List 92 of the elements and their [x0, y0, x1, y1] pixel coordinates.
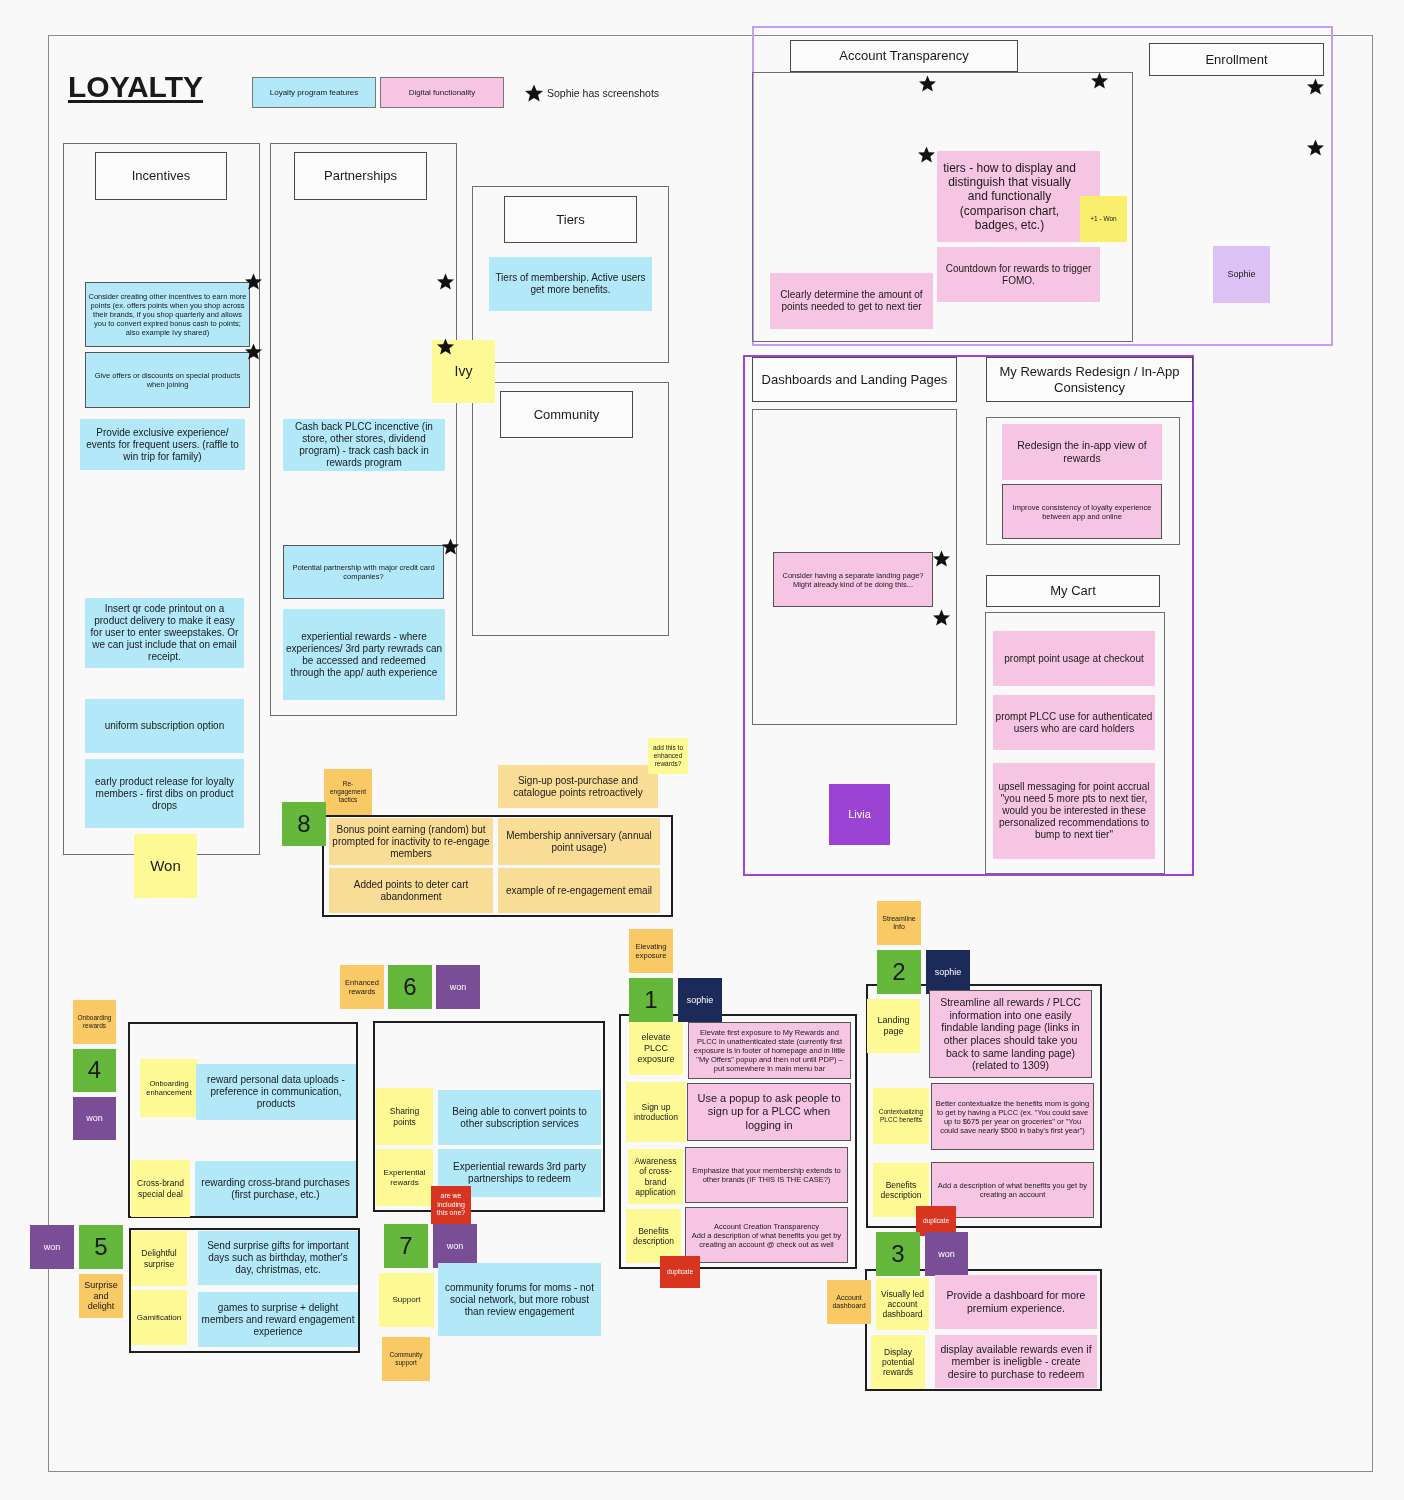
group-frame	[322, 815, 673, 917]
sticky-note: Visually led account dashboard	[876, 1278, 929, 1330]
sticky-note: 4	[73, 1049, 116, 1092]
sticky-note: won	[30, 1225, 74, 1269]
sticky-note: 3	[876, 1232, 920, 1276]
sticky-note: early product release for loyalty members - first dibs on product drops	[85, 759, 244, 828]
group-frame	[129, 1228, 360, 1353]
legend-label: Loyalty program features	[269, 88, 359, 97]
sticky-note: Use a popup to ask people to sign up for a PLCC when logging in	[687, 1083, 851, 1141]
sticky-note: reward personal data uploads - preference in communication, products	[196, 1064, 356, 1120]
section-heading: My Rewards Redesign / In-App Consistency	[986, 357, 1193, 402]
sticky-note: 7	[384, 1224, 428, 1268]
sticky-note: Countdown for rewards to trigger FOMO.	[937, 247, 1100, 302]
sticky-note: sophie	[926, 950, 970, 994]
sticky-note: Being able to convert points to other subscription services	[438, 1090, 601, 1145]
sticky-note: 1	[629, 978, 673, 1022]
sticky-note: Awareness of cross-brand application	[628, 1149, 683, 1204]
sticky-note: Clearly determine the amount of points needed to get to next tier	[770, 273, 933, 329]
group-frame	[270, 143, 457, 716]
group-frame	[472, 382, 669, 636]
legend-label: Digital functionality	[408, 88, 476, 97]
group-frame	[752, 409, 957, 725]
sticky-note: upsell messaging for point accrual "you need 5 more pts to next tier, would you be interested in these personalized recommendations to bump to next tier"	[993, 763, 1155, 859]
sticky-note: Tiers of membership. Active users get more benefits.	[489, 257, 652, 311]
sticky-note	[685, 1207, 848, 1263]
sticky-note: Streamline all rewards / PLCC information into one easily findable landing page (links in other places should take you back to same landing page) (related to 1309)	[929, 990, 1092, 1078]
sticky-note: Membership anniversary (annual point usage)	[498, 818, 660, 865]
sticky-note: example of re-engagement email	[498, 868, 660, 913]
sticky-note: Won	[134, 834, 197, 898]
group-frame	[63, 143, 260, 855]
group-frame	[472, 186, 669, 363]
sticky-note: elevate PLCC exposure	[629, 1022, 683, 1075]
sticky-note: Display potential rewards	[871, 1335, 925, 1389]
sticky-note: prompt PLCC use for authenticated users who are card holders	[993, 695, 1155, 750]
title: LOYALTY	[68, 69, 203, 105]
sticky-note: Sophie	[1213, 246, 1270, 303]
sticky-note: Cross-brand special deal	[131, 1160, 190, 1217]
sticky-note: games to surprise + delight members and reward engagement experience	[198, 1292, 358, 1347]
sticky-note: prompt point usage at checkout	[993, 631, 1155, 686]
sticky-note: Sharing points	[376, 1088, 433, 1145]
group-frame	[619, 1014, 857, 1269]
sticky-note: Bonus point earning (random) but prompted for inactivity to re-engage members	[329, 818, 493, 865]
section-heading: Dashboards and Landing Pages	[752, 357, 957, 402]
sticky-note: Support	[379, 1273, 434, 1327]
sticky-note: 5	[79, 1225, 123, 1269]
sticky-note: Benefits description	[873, 1163, 929, 1217]
section-heading: My Cart	[986, 575, 1160, 607]
sticky-note: rewarding cross-brand purchases (first purchase, etc.)	[195, 1161, 356, 1216]
group-frame	[866, 984, 1102, 1228]
group-frame	[752, 72, 1133, 342]
sticky-note: Livia	[829, 784, 890, 845]
section-frame	[752, 26, 1333, 346]
sticky-note: Sign-up post-purchase and catalogue points retroactively	[498, 765, 658, 808]
sticky-note: Ivy	[432, 340, 495, 403]
sticky-note: 6	[388, 965, 432, 1009]
sticky-note: won	[925, 1232, 968, 1276]
sticky-note: Sign up introduction	[626, 1082, 686, 1142]
sticky-note: Provide exclusive experience/ events for frequent users. (raffle to win trip for family)	[80, 419, 245, 470]
sticky-note: Insert qr code printout on a product delivery to make it easy for user to enter sweepstakes. Or we can just include that on email receipt.	[85, 598, 244, 668]
sticky-note: display available rewards even if member is ineligble - create desire to purchase to redeem	[935, 1335, 1097, 1388]
sticky-note: community forums for moms - not social network, but more robust than review engagement	[438, 1263, 601, 1336]
sticky-note: Landing page	[867, 999, 920, 1053]
section-heading: Community	[500, 391, 633, 438]
sticky-note: won	[73, 1097, 116, 1140]
section-heading: Account Transparency	[790, 40, 1018, 72]
sticky-note: sophie	[678, 978, 722, 1022]
sticky-note: experiential rewards - where experiences/ 3rd party rewrads can be accessed and redeemed through the app/ auth experience	[283, 609, 445, 700]
section-frame	[743, 355, 1194, 876]
sticky-note: Added points to deter cart abandonment	[329, 868, 493, 913]
sticky-note: Gamification	[131, 1290, 187, 1345]
sticky-note: 8	[282, 802, 326, 846]
sticky-note: 2	[877, 950, 921, 994]
sticky-note: Surprise and delight	[79, 1274, 123, 1318]
section-heading: Partnerships	[294, 152, 427, 200]
sticky-note: Send surprise gifts for important days such as birthday, mother's day, christmas, etc.	[198, 1231, 358, 1285]
group-frame	[985, 612, 1165, 874]
sticky-note: won	[436, 965, 480, 1009]
group-frame	[128, 1022, 358, 1218]
section-heading: Incentives	[95, 152, 227, 200]
sticky-note: Delightful surprise	[131, 1231, 187, 1286]
group-frame	[986, 417, 1180, 545]
sticky-note: Benefits description	[626, 1209, 681, 1263]
sticky-note: Cash back PLCC incenctive (in store, other stores, dividend program) - track cash back in rewards program	[283, 419, 445, 471]
sticky-note: uniform subscription option	[85, 699, 244, 753]
legend-label: Sophie has screenshots	[547, 86, 660, 101]
section-heading: Tiers	[504, 196, 637, 243]
sticky-note: Redesign the in-app view of rewards	[1002, 424, 1162, 480]
group-frame	[865, 1269, 1102, 1391]
sticky-note: Experiential rewards	[376, 1149, 433, 1206]
sticky-note: Provide a dashboard for more premium experience.	[935, 1275, 1097, 1329]
group-frame	[373, 1021, 605, 1212]
section-heading: Enrollment	[1149, 43, 1324, 76]
